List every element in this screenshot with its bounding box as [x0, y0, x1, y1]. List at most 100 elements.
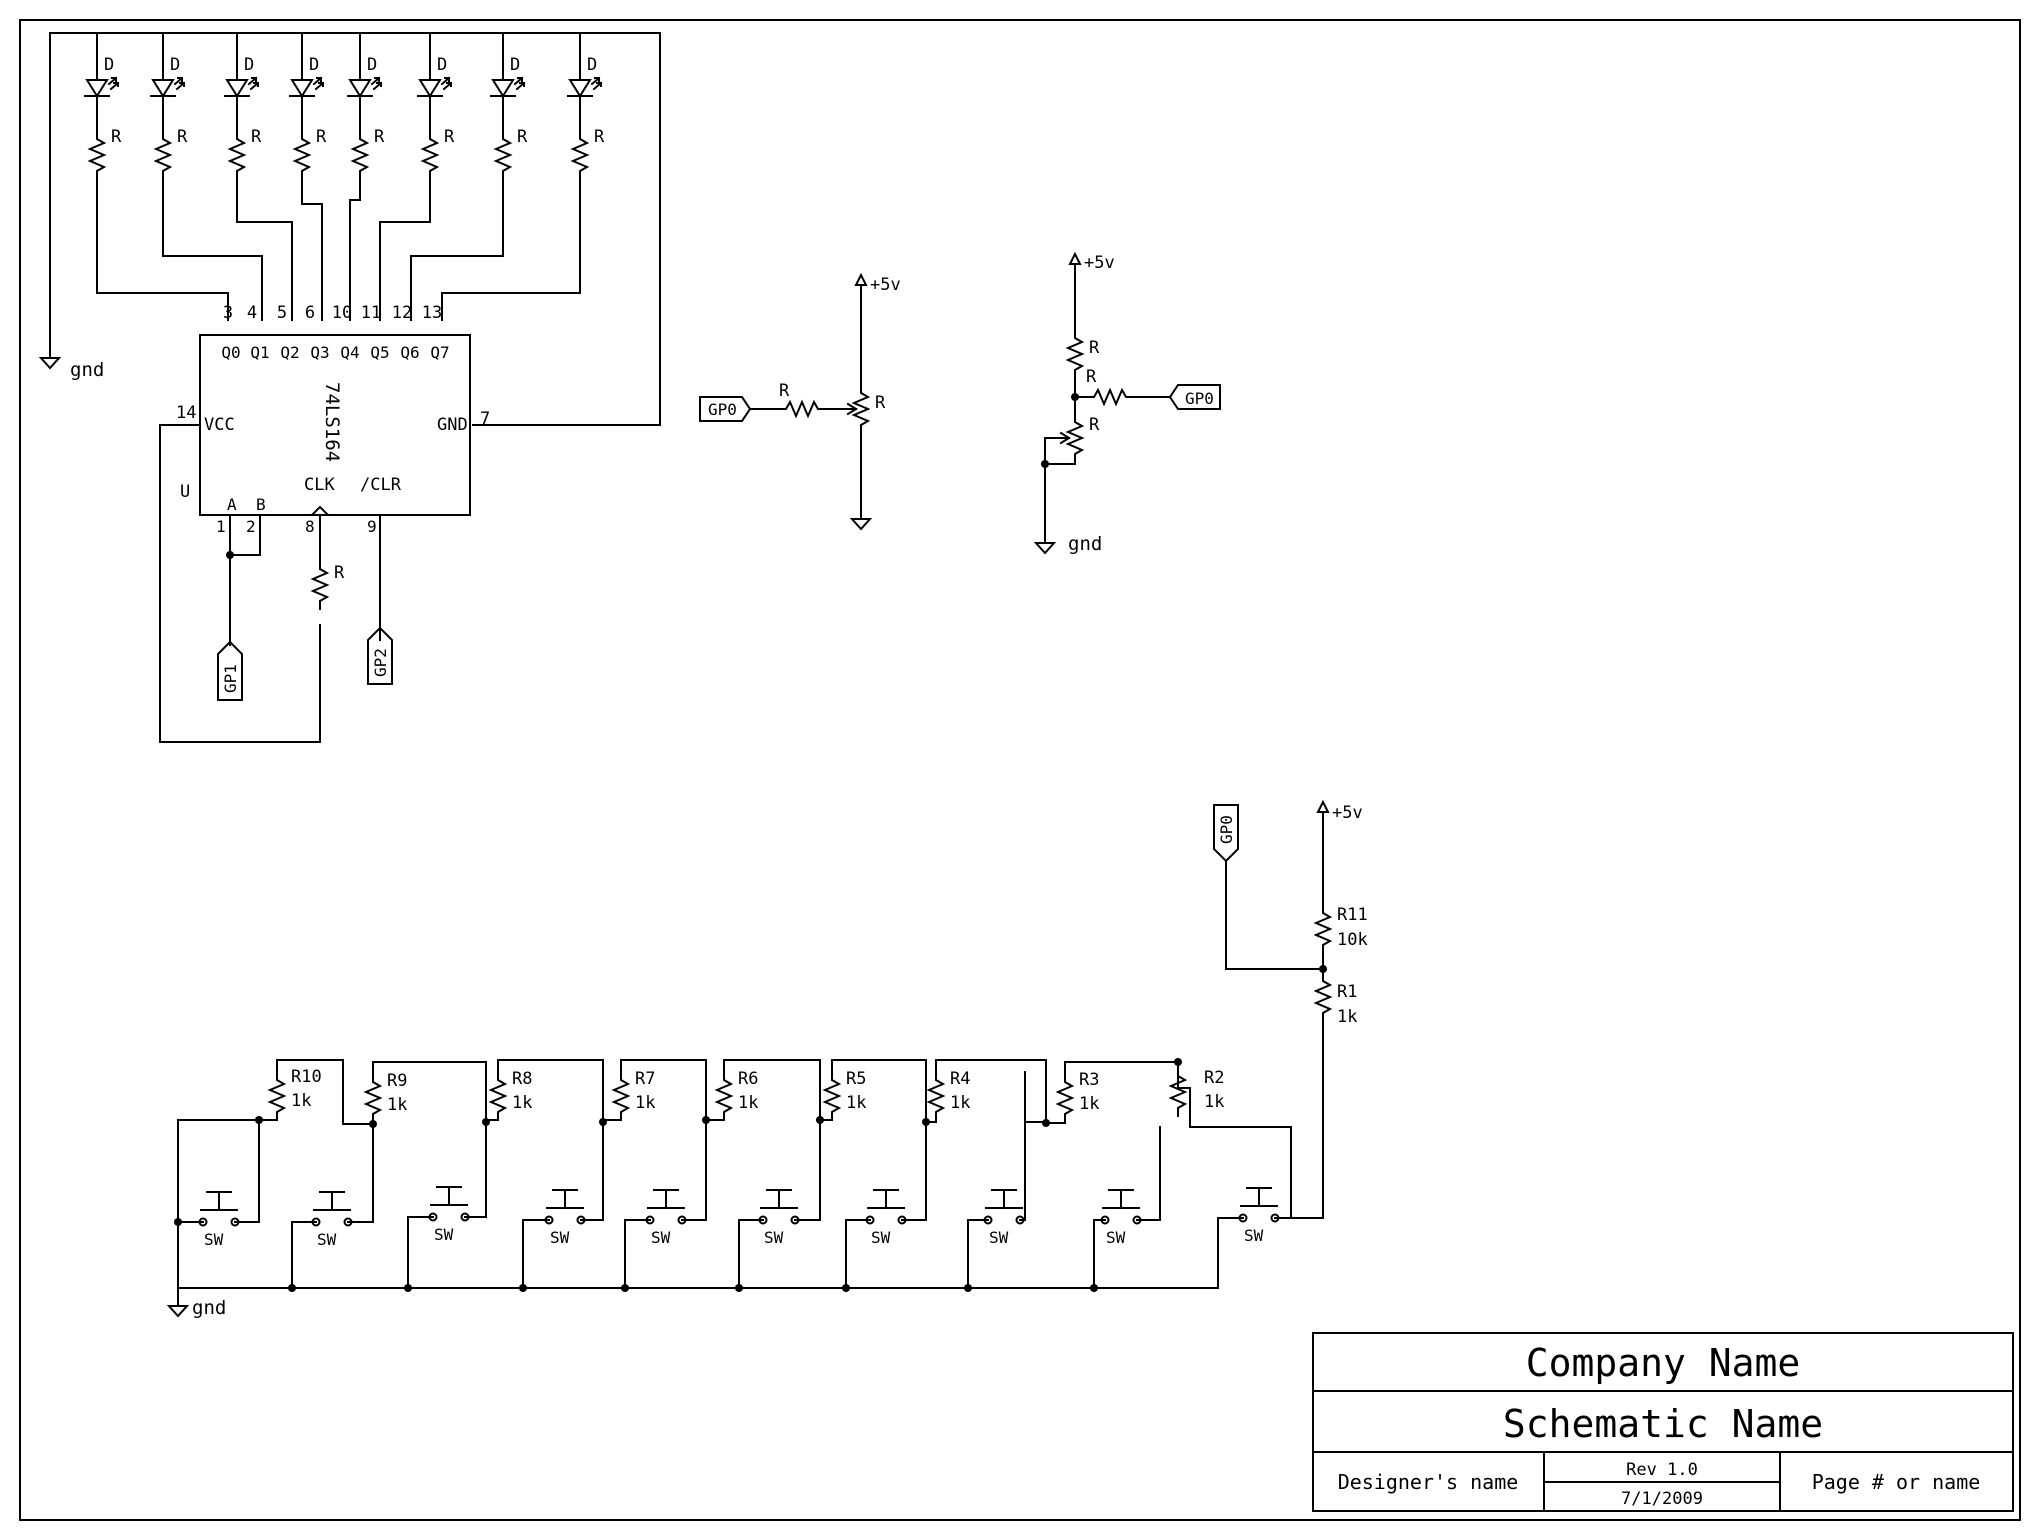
resistor-label: R: [374, 127, 385, 147]
ladder-r-value: 1k: [635, 1093, 655, 1113]
pin-label: Q2: [280, 343, 299, 362]
switch-label: SW: [871, 1228, 891, 1247]
part-number: 74LS164: [321, 382, 343, 462]
date: 7/1/2009: [1621, 1489, 1703, 1509]
led-channel: D R: [150, 32, 263, 321]
switch-label: SW: [1106, 1228, 1126, 1247]
resistor-icon: [1057, 1073, 1073, 1123]
vcc-label: +5v: [1332, 803, 1363, 823]
led-icon: [150, 77, 185, 97]
pin-label: Q6: [400, 343, 419, 362]
gp0-label: GP0: [1185, 389, 1214, 408]
resistor-label: R: [334, 563, 345, 583]
r1-ref: R1: [1337, 982, 1357, 1002]
led-label: D: [510, 55, 520, 75]
revision: Rev 1.0: [1626, 1460, 1698, 1480]
led-channel: D R: [224, 32, 293, 321]
led-icon: [417, 77, 452, 97]
gp0-label: GP0: [1217, 815, 1236, 844]
wiper-arrow-icon: [1059, 431, 1071, 445]
pin-label: Q0: [221, 343, 240, 362]
ladder-r-ref: R5: [846, 1069, 866, 1089]
gnd-label: gnd: [1068, 533, 1102, 555]
designer-name: Designer's name: [1338, 1470, 1519, 1494]
pot-circuit-b: +5v R R GP0 R gnd: [1035, 253, 1221, 555]
ladder-r-value: 1k: [950, 1093, 970, 1113]
resistor-label: R: [517, 127, 528, 147]
sheet-border: [19, 19, 2021, 1521]
chip-gnd-label: GND: [437, 415, 468, 435]
resistor-label: R: [1089, 338, 1100, 358]
pin-number: 10: [332, 303, 352, 323]
chip-vcc-label: VCC: [204, 415, 235, 435]
ground-icon: [1035, 536, 1055, 554]
resistor-label: R: [444, 127, 455, 147]
led-channel: D R: [379, 32, 455, 321]
pushbutton-icon: [758, 1189, 800, 1225]
led-label: D: [170, 55, 180, 75]
chip-gnd-pin: 7: [480, 409, 490, 429]
switch-label: SW: [434, 1225, 454, 1244]
led-icon: [490, 77, 525, 97]
led-label: D: [587, 55, 597, 75]
led-label: D: [367, 55, 377, 75]
ladder-r-ref: R4: [950, 1069, 970, 1089]
ladder-r-ref: R2: [1204, 1068, 1224, 1088]
switch-label: SW: [651, 1228, 671, 1247]
vcc-label: +5v: [1084, 253, 1115, 273]
led-label: D: [104, 55, 114, 75]
resistor-label: R: [779, 381, 790, 401]
schematic-name: Schematic Name: [1503, 1402, 1823, 1446]
gp1-port: GP1: [217, 640, 243, 701]
ladder-r-value: 1k: [1079, 1094, 1099, 1114]
led-label: D: [437, 55, 447, 75]
resistor-label: R: [251, 127, 262, 147]
pot-label: R: [875, 393, 886, 413]
wiper-arrow-icon: [846, 402, 858, 416]
resistor-icon: [422, 130, 438, 180]
pushbutton-icon: [645, 1189, 687, 1225]
switch-label: SW: [1244, 1226, 1264, 1245]
power-arrow-icon: [1317, 801, 1329, 821]
resistor-label: R: [1086, 367, 1097, 387]
pushbutton-icon: [865, 1189, 907, 1225]
gp0-port: GP0: [1213, 804, 1239, 863]
pushbutton-icon: [983, 1189, 1025, 1225]
led-icon: [567, 77, 602, 97]
led-label: D: [244, 55, 254, 75]
resistor-icon: [294, 130, 310, 180]
resistor-icon: [312, 560, 328, 610]
switch-label: SW: [204, 1230, 224, 1249]
power-arrow-icon: [855, 274, 867, 294]
ladder-r-ref: R7: [635, 1069, 655, 1089]
led-channels: D R D R D R D: [84, 32, 605, 321]
gnd-label: gnd: [192, 1297, 226, 1319]
led-icon: [224, 77, 259, 97]
ladder-r-value: 1k: [846, 1093, 866, 1113]
ladder-r-value: 1k: [291, 1091, 311, 1111]
resistor-icon: [1315, 904, 1331, 954]
chip-a-label: A: [227, 495, 237, 514]
resistor-icon: [928, 1071, 944, 1121]
resistor-icon: [89, 130, 105, 180]
resistor-icon: [824, 1071, 840, 1121]
pin-label: Q4: [340, 343, 359, 362]
ground-icon: [168, 1299, 188, 1317]
pin-number: 3: [223, 303, 233, 323]
resistor-label: R: [111, 127, 122, 147]
page-name: Page # or name: [1812, 1470, 1981, 1494]
title-block: Company Name Schematic Name Designer's n…: [1312, 1332, 2014, 1512]
led-channel: D R: [84, 32, 229, 321]
switch-label: SW: [764, 1228, 784, 1247]
power-arrow-icon: [1069, 253, 1081, 273]
switch-group: SW SW SW SW SW SW: [174, 1119, 1292, 1292]
pin-number: 12: [392, 303, 412, 323]
resistor-icon: [1315, 972, 1331, 1022]
led-channel: D R: [441, 32, 605, 321]
chip-pin-8: 8: [305, 517, 315, 536]
gp1-label: GP1: [221, 664, 240, 693]
ladder-r-ref: R3: [1079, 1070, 1099, 1090]
led-icon: [84, 77, 119, 97]
ladder-r-value: 1k: [738, 1093, 758, 1113]
led-label: D: [309, 55, 319, 75]
